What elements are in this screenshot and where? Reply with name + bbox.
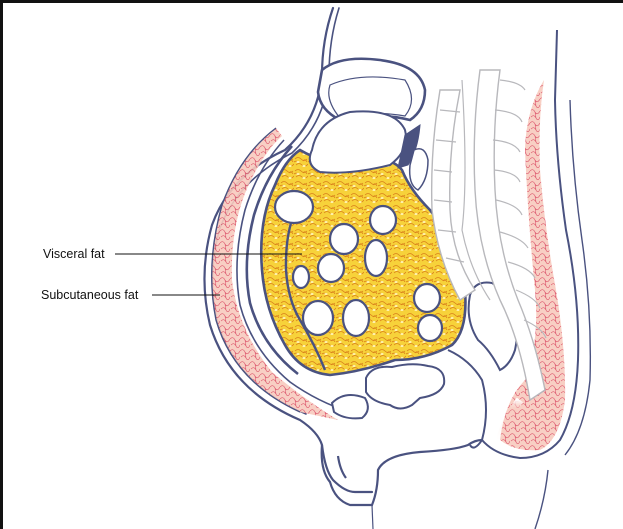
subcutaneous-fat-label: Subcutaneous fat	[41, 288, 139, 302]
subcutaneous-fat-back	[500, 80, 566, 451]
spine	[430, 69, 546, 402]
visceral-fat-label: Visceral fat	[43, 247, 105, 261]
bowel-loops	[273, 189, 444, 343]
upper-organs	[308, 57, 429, 191]
subcutaneous-fat-front	[211, 128, 338, 420]
